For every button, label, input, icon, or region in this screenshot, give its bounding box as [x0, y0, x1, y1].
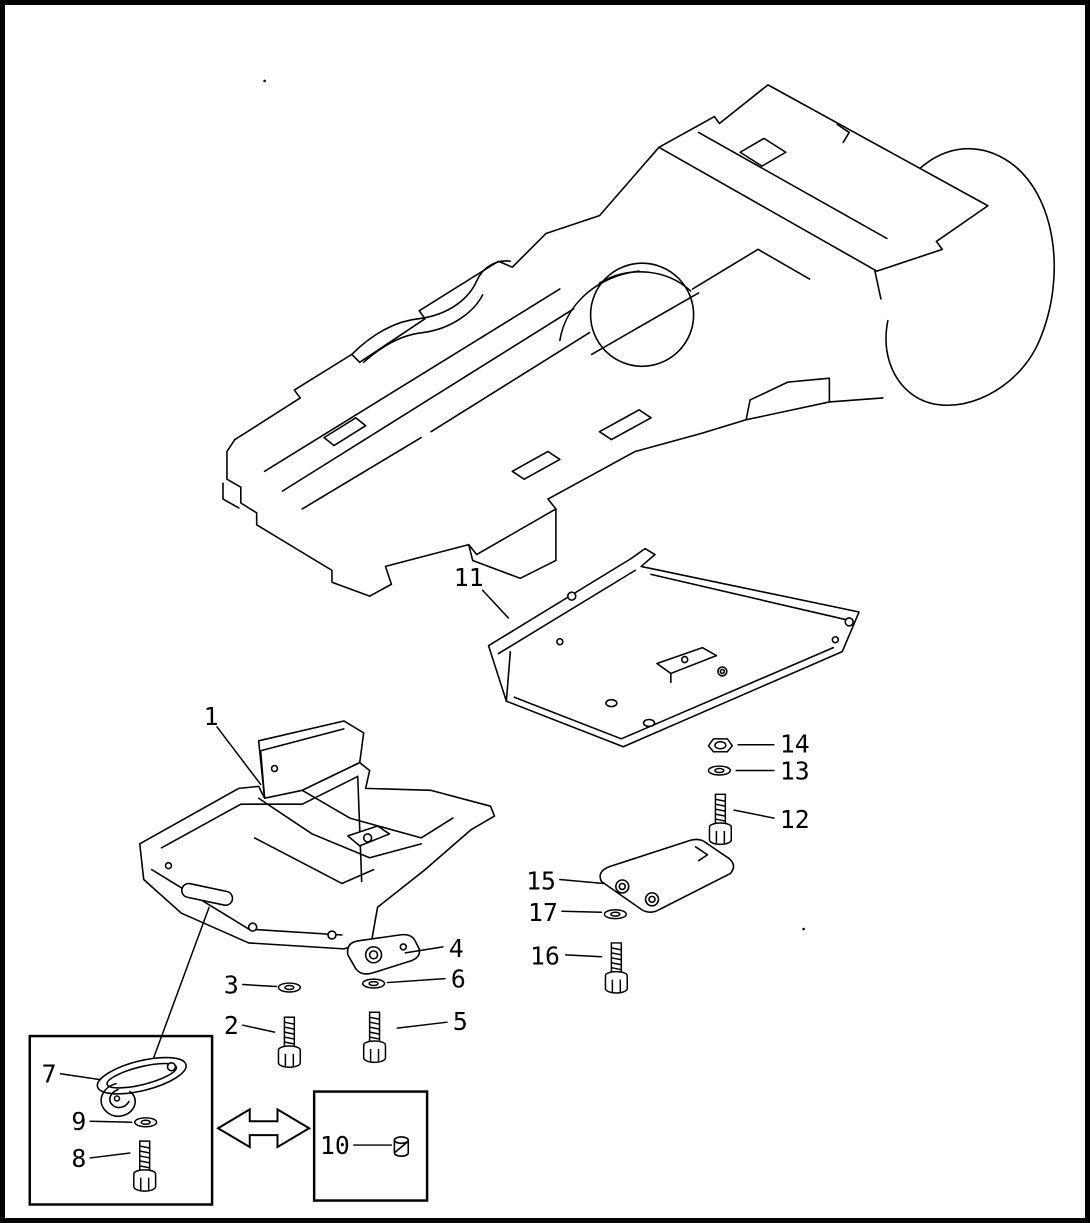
callout-12: 12: [780, 805, 810, 834]
callout-9: 9: [71, 1107, 86, 1136]
washer-13: [707, 765, 732, 776]
cover-plate-11-drawing: [487, 547, 860, 748]
callout-3: 3: [224, 970, 239, 999]
bracket-7: [96, 1056, 187, 1118]
plug-10: [393, 1136, 410, 1157]
plate-4: [346, 933, 421, 975]
swap-arrow-icon: [216, 1107, 312, 1149]
machine-frame-drawing: [222, 79, 1055, 931]
callout-17: 17: [528, 898, 558, 927]
leader-lines: [59, 589, 775, 1159]
bolt-5: [362, 1011, 387, 1064]
washer-17: [603, 908, 627, 920]
callout-8: 8: [71, 1144, 86, 1173]
callout-11: 11: [454, 563, 484, 592]
callout-2: 2: [224, 1011, 239, 1040]
washer-3: [277, 982, 302, 993]
callout-6: 6: [451, 965, 466, 994]
bolt-12: [708, 793, 733, 846]
bolt-2: [277, 1016, 302, 1069]
callout-13: 13: [780, 756, 810, 785]
nut-14: [707, 738, 734, 753]
plate-15: [599, 838, 735, 914]
inset-box-left: [28, 1034, 214, 1206]
callout-15: 15: [526, 866, 556, 895]
undercover-1-drawing: [138, 720, 496, 950]
callout-7: 7: [42, 1060, 57, 1089]
bolt-8: [133, 1140, 157, 1192]
hardware-parts: [96, 738, 735, 1192]
callout-14: 14: [780, 730, 810, 759]
callout-16: 16: [530, 942, 560, 971]
washer-6: [361, 978, 386, 989]
bolt-16: [604, 942, 628, 994]
callout-4: 4: [449, 934, 464, 963]
washer-9: [134, 1117, 158, 1128]
callout-10: 10: [320, 1131, 350, 1160]
callout-5: 5: [453, 1007, 468, 1036]
callout-1: 1: [204, 702, 219, 731]
callout-labels: 11 1 14 13 12 15 17 16 4 6 3 2 5 7 9 8 1…: [42, 563, 810, 1173]
inset-box-right: [312, 1090, 429, 1202]
